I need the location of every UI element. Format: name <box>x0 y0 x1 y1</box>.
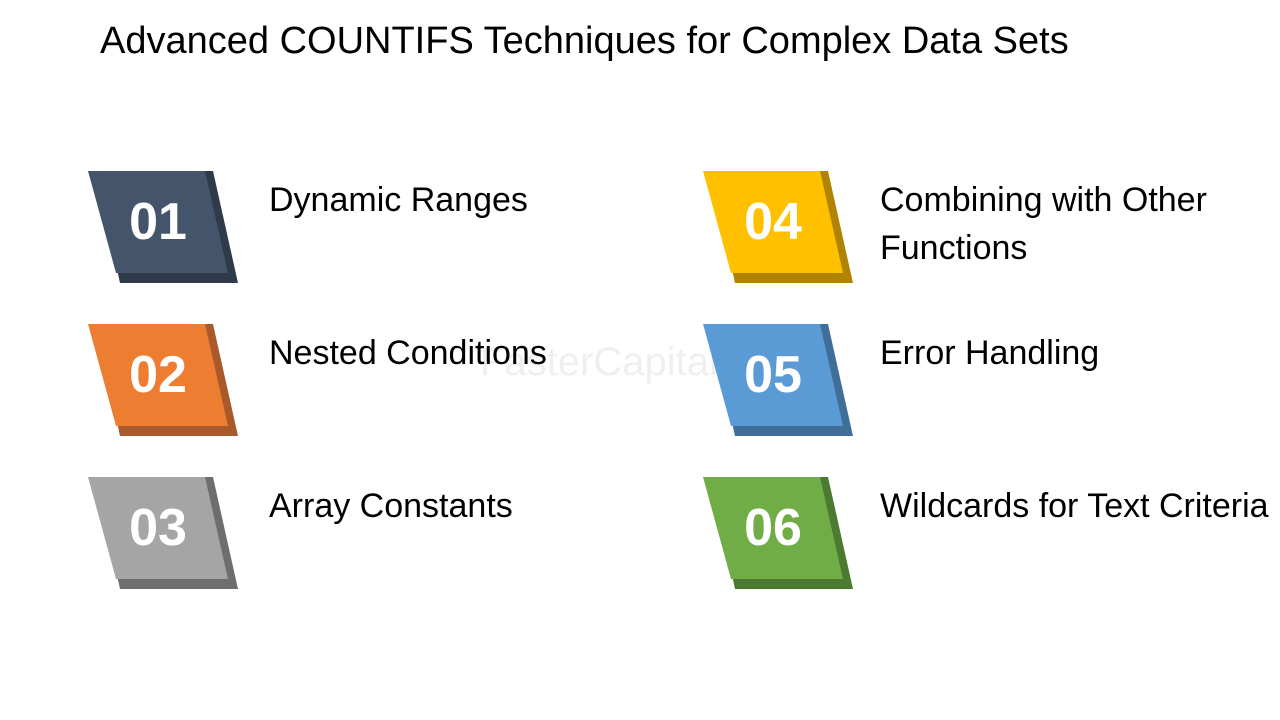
list-item: 02 Nested Conditions <box>88 324 688 444</box>
number-badge: 03 <box>88 477 238 589</box>
badge-face <box>703 171 843 273</box>
badge-number: 03 <box>129 499 187 557</box>
badge-number: 01 <box>129 193 187 251</box>
item-label: Wildcards for Text Criteria <box>880 487 1269 525</box>
list-item: 05 Error Handling <box>703 324 1280 444</box>
badge-face <box>88 324 228 426</box>
list-item: 01 Dynamic Ranges <box>88 171 688 291</box>
badge-face <box>703 324 843 426</box>
item-label: Array Constants <box>269 487 513 525</box>
number-badge: 05 <box>703 324 853 436</box>
badge-face <box>88 477 228 579</box>
badge-number: 04 <box>744 193 802 251</box>
badge-number: 05 <box>744 346 802 404</box>
watermark: FasterCapital <box>480 340 718 384</box>
list-item: 03 Array Constants <box>88 477 688 597</box>
number-badge: 01 <box>88 171 238 283</box>
item-label: Error Handling <box>880 334 1100 372</box>
number-badge: 04 <box>703 171 853 283</box>
item-label: Combining with Other Functions <box>880 181 1207 267</box>
item-label: Nested Conditions <box>269 334 547 372</box>
list-item: 04 Combining with Other Functions <box>703 171 1280 291</box>
badge-face <box>703 477 843 579</box>
slide-title: Advanced COUNTIFS Techniques for Complex… <box>100 20 1069 62</box>
badge-face <box>88 171 228 273</box>
list-item: 06 Wildcards for Text Criteria <box>703 477 1280 597</box>
badge-number: 02 <box>129 346 187 404</box>
number-badge: 02 <box>88 324 238 436</box>
badge-number: 06 <box>744 499 802 557</box>
number-badge: 06 <box>703 477 853 589</box>
item-label: Dynamic Ranges <box>269 181 528 219</box>
